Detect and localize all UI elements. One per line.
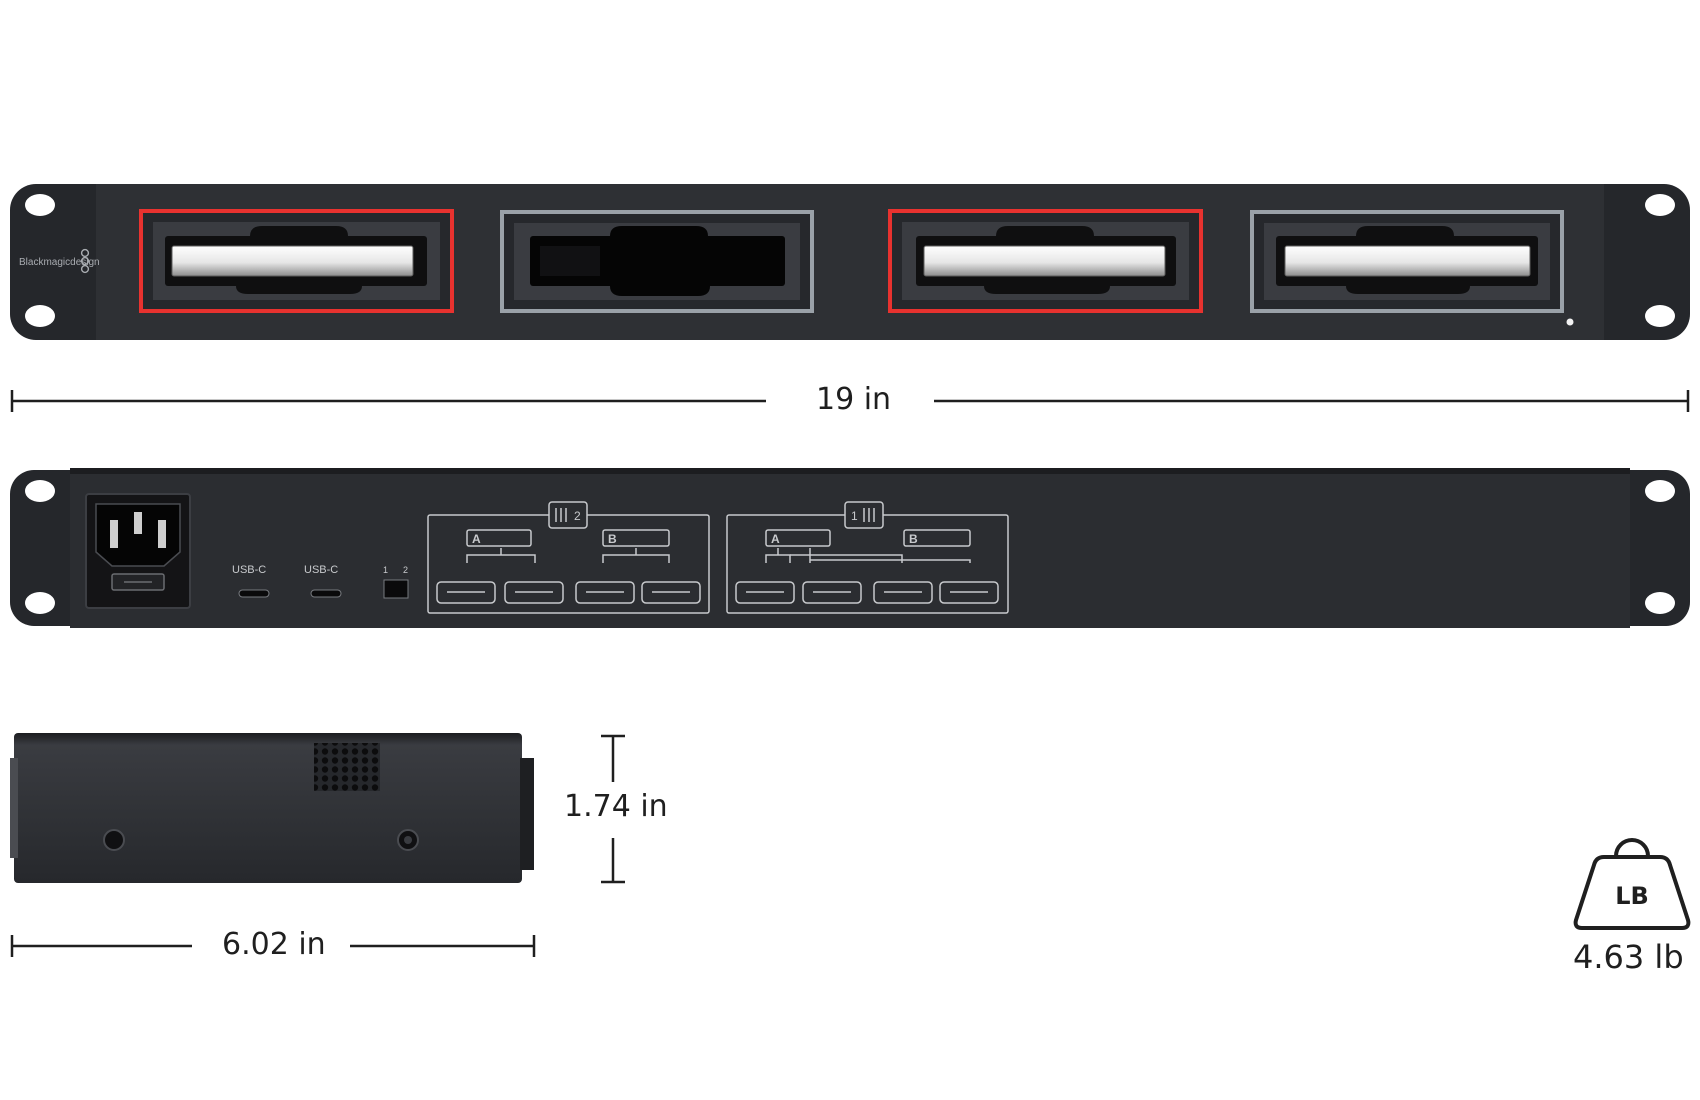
group-label: 2 [574,509,581,523]
rack-hole [25,480,55,502]
svg-text:2: 2 [403,565,408,575]
rack-hole [1645,480,1675,502]
rear-panel: USB-C USB-C 1 2 2 A [10,468,1690,628]
width-label: 19 in [816,382,892,417]
sub-group-label: A [771,532,780,546]
usb-c-label: USB-C [304,564,338,576]
depth-dimension [10,935,536,957]
drive-bay-4[interactable] [1250,210,1564,313]
empty-slot [540,246,600,276]
depth-label: 6.02 in [222,927,326,962]
usb-c-port-1[interactable]: USB-C [232,564,270,598]
brand-logo-text: Blackmagicdesign [19,257,100,268]
drive-cartridge[interactable] [171,245,414,277]
svg-text:1: 1 [383,565,388,575]
drive-bay-2[interactable] [500,210,814,313]
sub-group-label: A [472,532,481,546]
power-inlet[interactable] [85,493,191,609]
drive-cartridge[interactable] [923,245,1166,277]
weight-icon: LB [1573,838,1691,930]
drive-bay-3[interactable] [888,209,1203,313]
side-chassis [14,733,522,883]
side-view [10,733,534,883]
sub-group-label: B [909,532,918,546]
dip-switch[interactable]: 1 2 [383,565,409,599]
group-label: 1 [851,509,858,523]
connector-group-2 [427,501,710,614]
front-panel: Blackmagicdesign [10,184,1690,340]
drive-cartridge[interactable] [1284,245,1531,277]
rack-hole [1645,592,1675,614]
usb-c-port-2[interactable]: USB-C [304,564,342,598]
rear-panel-face [70,468,1630,628]
drive-bay-1[interactable] [139,209,454,313]
rack-hole [1645,194,1675,216]
vent-grille [314,743,380,791]
sub-group-label: B [608,532,617,546]
width-dimension [10,390,1690,412]
rack-hole [25,305,55,327]
rack-hole [25,592,55,614]
height-dimension [601,734,625,884]
rack-hole [25,194,55,216]
usb-c-label: USB-C [232,564,266,576]
weight-value: 4.63 lb [1573,938,1684,976]
mounting-screw-hole [103,829,125,851]
status-led [1566,318,1574,326]
rack-hole [1645,305,1675,327]
brand-logo-icon [80,248,90,274]
connector-group-1 [726,501,1009,614]
weight-badge: LB [1615,882,1649,910]
height-label: 1.74 in [564,789,668,824]
